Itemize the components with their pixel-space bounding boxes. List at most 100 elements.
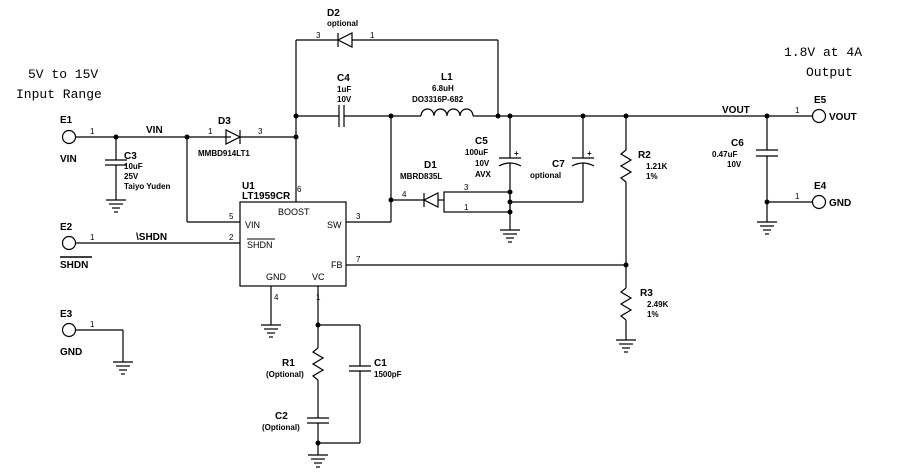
net-label-vin: VIN [146, 125, 163, 136]
terminal-e2-pin: 1 [90, 233, 95, 242]
ground-symbol-r3 [616, 339, 636, 353]
u1-pin7: 7 [356, 255, 361, 264]
u1-pin-gnd: GND [266, 272, 287, 282]
r1-note: (Optional) [266, 370, 304, 379]
terminal-e5-name: VOUT [829, 112, 857, 123]
inductor-l1: L1 6.8uH DO3316P-682 [412, 72, 474, 117]
terminal-e1-name: VIN [60, 154, 77, 165]
diode-d1: D1 MBRD835L 4 3 1 [391, 160, 511, 213]
terminal-e2-name: SHDN [60, 260, 88, 271]
l1-part: DO3316P-682 [412, 95, 464, 104]
u1-pin-fb: FB [331, 260, 343, 270]
r2-ref: R2 [638, 150, 651, 161]
d2-pin-b: 1 [370, 31, 375, 40]
resistor-r3: R3 2.49K 1% [619, 265, 669, 340]
terminal-e3: E3 GND 1 [60, 309, 95, 358]
d1-pin4: 4 [402, 190, 407, 199]
c6-value: 0.47uF [712, 150, 737, 159]
d1-pin-b: 1 [464, 203, 469, 212]
terminal-e3-pin: 1 [90, 320, 95, 329]
output-spec-line2: Output [806, 65, 853, 80]
r3-ref: R3 [640, 288, 653, 299]
terminal-e2: E2 SHDN 1 [60, 222, 95, 271]
u1-pin6: 6 [297, 185, 302, 194]
capacitor-c4: C4 1uF 10V [296, 73, 421, 127]
c2-note: (Optional) [262, 423, 300, 432]
d1-part: MBRD835L [400, 172, 442, 181]
input-range-line2: Input Range [16, 87, 102, 102]
u1-part: LT1959CR [242, 191, 291, 202]
ground-symbol-c6 [757, 221, 777, 235]
terminal-e4-name: GND [829, 198, 851, 209]
e4-wire-pin: 1 [795, 192, 800, 201]
d3-ref: D3 [218, 116, 231, 127]
ground-symbol-c3 [106, 199, 126, 213]
terminal-e3-ref: E3 [60, 309, 73, 320]
d2-note: optional [327, 19, 358, 28]
c4-voltage: 10V [337, 95, 352, 104]
input-range-line1: 5V to 15V [28, 67, 98, 82]
l1-value: 6.8uH [432, 84, 454, 93]
r1-ref: R1 [282, 358, 295, 369]
capacitor-c3: C3 10uF 25V Taiyo Yuden [105, 137, 170, 200]
u1-ref: U1 [242, 181, 255, 192]
u1-pin-boost: BOOST [278, 207, 310, 217]
u1-pin-vin: VIN [245, 220, 260, 230]
terminal-e1-ref: E1 [60, 115, 73, 126]
u1-pin2: 2 [229, 233, 234, 242]
d3-pin-a: 1 [208, 127, 213, 136]
u1-pin-shdn: SHDN [247, 240, 273, 250]
d3-pin-b: 3 [258, 127, 263, 136]
c1-ref: C1 [374, 358, 387, 369]
c1-value: 1500pF [374, 370, 402, 379]
terminal-e1-pin: 1 [90, 127, 95, 136]
ground-symbol-u1 [261, 324, 281, 338]
capacitor-c5: + C5 100uF 10V AVX [465, 116, 522, 230]
r2-tolerance: 1% [646, 172, 658, 181]
c6-ref: C6 [731, 138, 744, 149]
terminal-e1: E1 VIN 1 [60, 115, 95, 165]
c5-maker: AVX [475, 170, 492, 179]
terminal-e5-ref: E5 [814, 95, 827, 106]
d1-pin-a: 3 [464, 183, 469, 192]
e5-wire-pin: 1 [795, 106, 800, 115]
terminal-e4-ref: E4 [814, 181, 827, 192]
u1-pin-sw: SW [327, 220, 342, 230]
ground-symbol-c5 [500, 229, 520, 243]
c5-value: 100uF [465, 148, 488, 157]
diode-d2: D2 optional 3 1 [296, 8, 498, 48]
c5-voltage: 10V [475, 159, 490, 168]
capacitor-c6: C6 0.47uF 10V [712, 116, 778, 222]
c3-maker: Taiyo Yuden [124, 182, 170, 191]
u1-pin5: 5 [229, 212, 234, 221]
capacitor-c1: C1 1500pF [318, 325, 402, 444]
c4-value: 1uF [337, 85, 351, 94]
resistor-r1: R1 (Optional) [266, 347, 325, 418]
c7-ref: C7 [552, 159, 565, 170]
capacitor-c7: + C7 optional [530, 116, 595, 202]
d1-ref: D1 [424, 160, 437, 171]
ic-u1: U1 LT1959CR BOOST VIN SHDN GND VC SW FB [239, 181, 347, 287]
net-label-vout: VOUT [722, 105, 750, 116]
u1-pin-vc: VC [312, 272, 325, 282]
ground-symbol-e3 [113, 361, 133, 375]
l1-ref: L1 [441, 72, 453, 83]
c7-polarity: + [587, 149, 592, 158]
d2-ref: D2 [327, 8, 340, 19]
c7-note: optional [530, 171, 561, 180]
diode-d3: D3 1 3 MMBD914LT1 [186, 116, 296, 222]
ground-symbol-vc [308, 454, 328, 468]
c6-voltage: 10V [727, 160, 742, 169]
resistor-r2: R2 1.21K 1% [619, 116, 668, 265]
c3-ref: C3 [124, 151, 137, 162]
u1-pin3: 3 [356, 212, 361, 221]
c3-voltage: 25V [124, 172, 139, 181]
d3-part: MMBD914LT1 [198, 149, 250, 158]
c3-value: 10uF [124, 162, 143, 171]
net-label-shdn: \SHDN [136, 232, 167, 243]
r3-tolerance: 1% [647, 310, 659, 319]
c5-ref: C5 [475, 136, 488, 147]
d2-pin-a: 3 [316, 31, 321, 40]
u1-pin4: 4 [274, 293, 279, 302]
